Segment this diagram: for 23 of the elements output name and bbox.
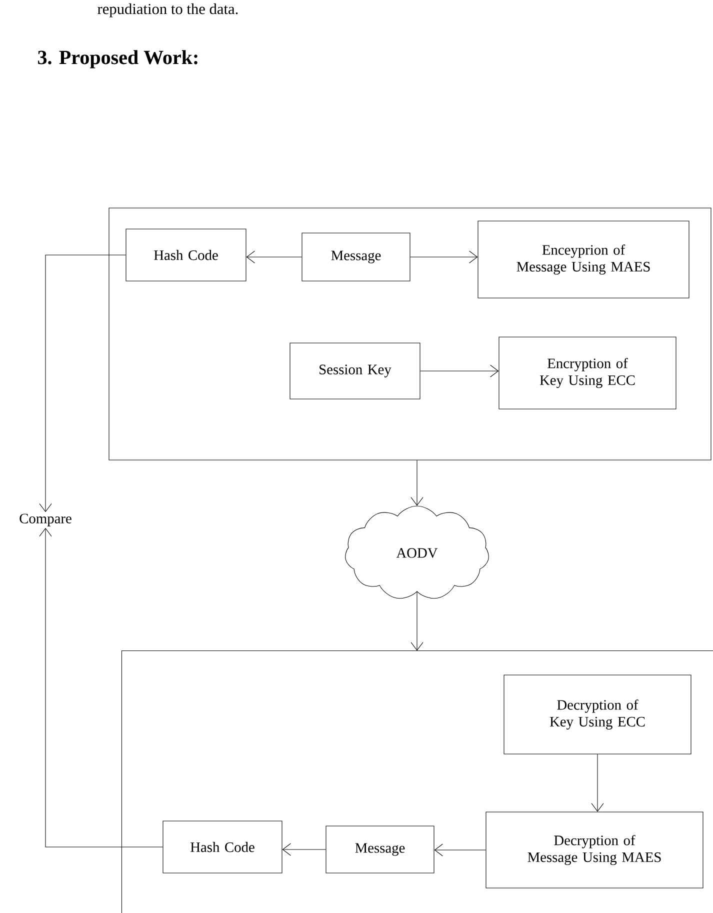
node-text: Compare — [20, 514, 72, 526]
arrow — [39, 528, 163, 848]
arrow — [410, 250, 478, 264]
process-box: Encryption of Key Using ECC — [498, 336, 676, 410]
arrow — [420, 364, 499, 378]
process-box: Hash Code — [126, 228, 246, 282]
arrow — [246, 250, 302, 264]
process-box: Session Key — [290, 342, 420, 400]
section-heading: 3. Proposed Work: — [38, 50, 198, 68]
process-box: Enceyprion of Message Using MAES — [478, 220, 690, 298]
arrow — [591, 754, 604, 812]
panel-box — [108, 208, 712, 460]
process-box: Message — [302, 232, 410, 282]
process-box: Decryption of Key Using ECC — [504, 674, 692, 754]
arrow — [434, 844, 486, 856]
process-box: Hash Code — [162, 820, 282, 874]
process-box: Decryption of Message Using MAES — [486, 812, 704, 888]
arrow — [282, 843, 326, 856]
arrow — [39, 254, 126, 512]
panel-box — [121, 650, 713, 913]
arrow — [410, 460, 424, 506]
body-text: repudiation to the data. — [98, 3, 238, 18]
process-box: Message — [326, 826, 434, 874]
